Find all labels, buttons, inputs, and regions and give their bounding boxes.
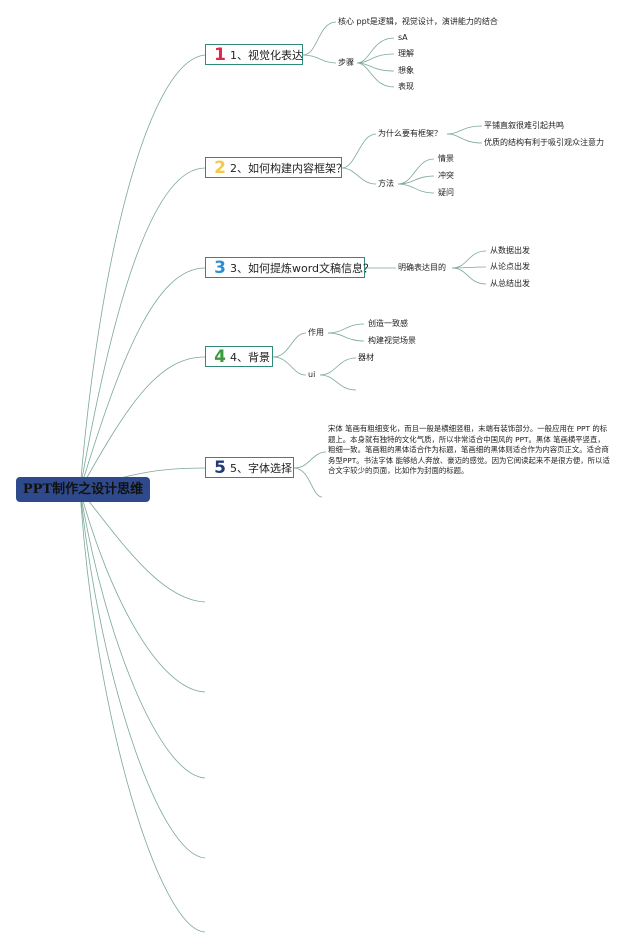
topic-2-label: 2、如何构建内容框架？ [230, 162, 347, 175]
t1-step-item: 表现 [398, 82, 414, 91]
t2-why: 为什么要有框架？ [378, 129, 442, 138]
t2-method: 方法 [378, 179, 394, 188]
topic-1-label: 1、视觉化表达 [230, 49, 303, 62]
topic-5-label: 5、字体选择 [230, 462, 292, 475]
t2-method-item: 冲突 [438, 171, 454, 180]
topic-4-label: 4、背景 [230, 351, 270, 364]
t3-goal-item: 从数据出发 [490, 246, 530, 255]
t3-goal-item: 从总结出发 [490, 279, 530, 288]
topic-2-number: 2 [214, 158, 226, 178]
topic-3-number: 3 [214, 258, 226, 278]
root-node[interactable]: PPT制作之设计思维 [16, 477, 150, 502]
t4-effect: 作用 [308, 328, 324, 337]
topic-2[interactable]: 2 2、如何构建内容框架？ [205, 157, 347, 178]
t2-why-item: 优质的结构有利于吸引观众注意力 [484, 138, 604, 147]
topic-5[interactable]: 5 5、字体选择 [205, 457, 294, 478]
t1-step-item: 理解 [398, 49, 414, 58]
t4-effect-item: 构建视觉场景 [368, 336, 416, 345]
topic-5-number: 5 [214, 458, 226, 478]
t1-steps: 步骤 [338, 58, 354, 67]
topic-3[interactable]: 3 3、如何提炼word文稿信息？ [205, 257, 374, 278]
t2-method-item: 情景 [438, 154, 454, 163]
t4-ui: ui [308, 370, 316, 379]
topic-4-number: 4 [214, 347, 226, 367]
root-label: PPT制作之设计思维 [22, 482, 144, 497]
topic-3-label: 3、如何提炼word文稿信息？ [230, 262, 375, 275]
t4-ui-item: 器材 [358, 353, 374, 362]
t4-effect-item: 创造一致感 [368, 319, 408, 328]
t2-method-item: 疑问 [438, 188, 454, 197]
t3-goal: 明确表达目的 [398, 263, 446, 272]
topic-4[interactable]: 4 4、背景 [205, 346, 273, 367]
t1-core: 核心 ppt是逻辑，视觉设计，演讲能力的结合 [338, 17, 498, 26]
topic-1-number: 1 [214, 45, 226, 65]
topic-1[interactable]: 1 1、视觉化表达 [205, 44, 303, 65]
t2-why-item: 平铺直叙很难引起共鸣 [484, 121, 564, 130]
t1-step-item: 想象 [398, 66, 414, 75]
t3-goal-item: 从论点出发 [490, 262, 530, 271]
t1-step-item: sA [398, 33, 408, 42]
t5-font-description: 宋体 笔画有粗细变化，而且一般是横细竖粗，末端有装饰部分。一般应用在 PPT 的… [328, 424, 610, 475]
